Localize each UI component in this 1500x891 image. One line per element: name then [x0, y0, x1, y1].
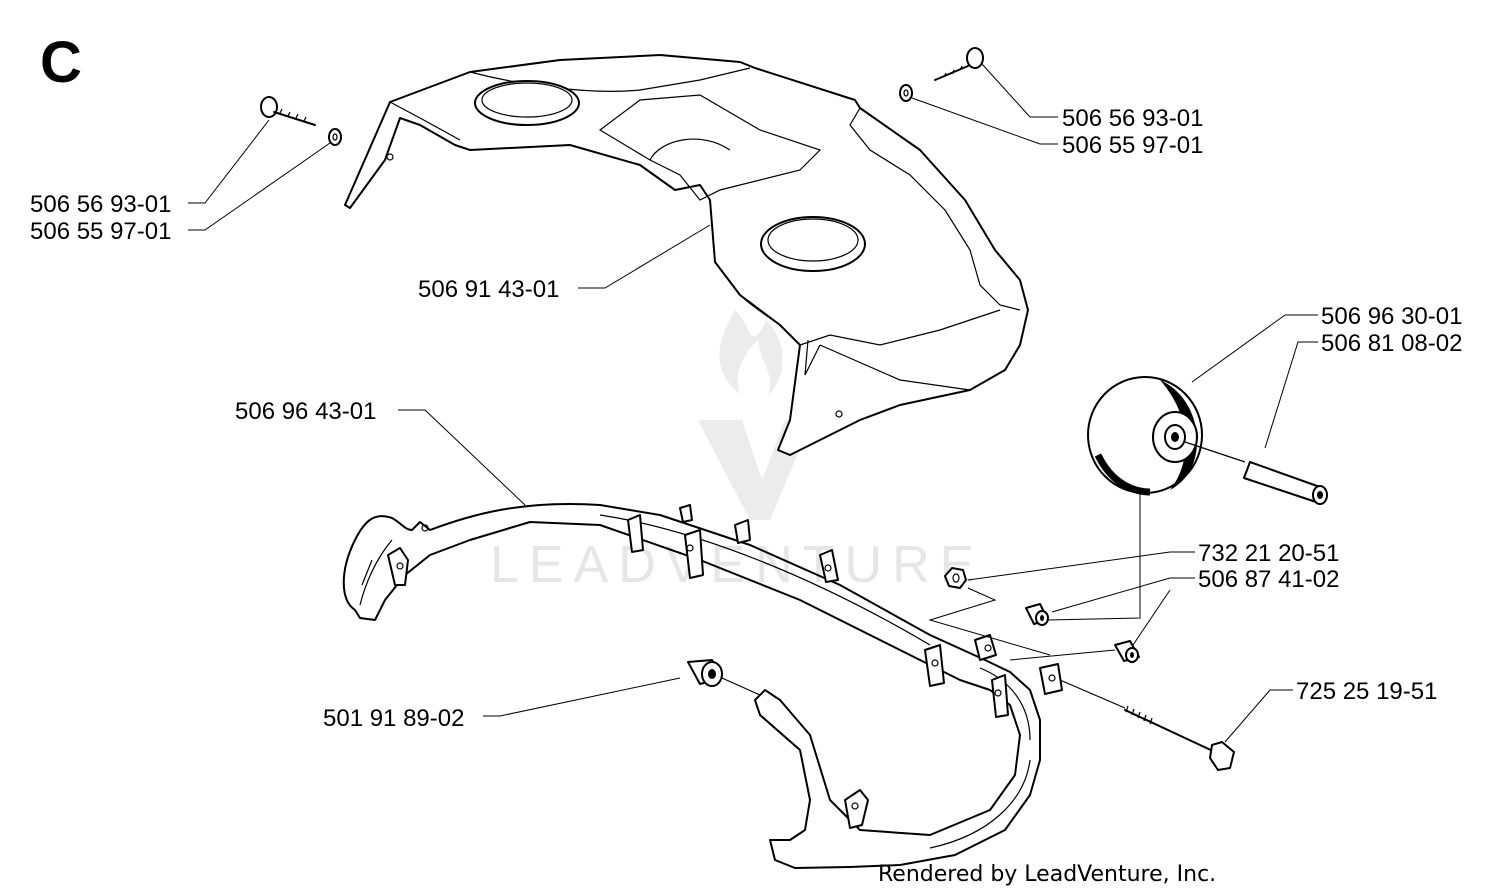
cover-part	[344, 54, 1029, 456]
leader-lines	[188, 63, 1318, 743]
bumper-part	[342, 503, 1063, 869]
axle-part	[1184, 441, 1328, 505]
screw-left-part	[260, 96, 342, 146]
label-axle: 506 81 08-02	[1321, 330, 1462, 357]
label-washer-left: 506 55 97-01	[30, 218, 171, 245]
footer-credit: Rendered by LeadVenture, Inc.	[878, 862, 1216, 887]
assembly-lines	[928, 493, 1141, 661]
watermark-text: LEADVENTURE	[490, 536, 984, 594]
wheel-part	[1087, 376, 1203, 496]
bushing-part	[687, 659, 761, 696]
label-screw-right: 506 56 93-01	[1062, 105, 1203, 132]
section-letter: C	[40, 30, 82, 95]
label-wheel: 506 96 30-01	[1321, 303, 1462, 330]
nut-part	[944, 567, 967, 589]
label-bumper: 506 96 43-01	[235, 398, 376, 425]
label-bolt: 725 25 19-51	[1296, 678, 1437, 705]
label-nut: 732 21 20-51	[1198, 540, 1339, 567]
label-bushing: 501 91 89-02	[323, 705, 464, 732]
label-washer-right: 506 55 97-01	[1062, 132, 1203, 159]
label-spacer: 506 87 41-02	[1198, 566, 1339, 593]
screw-right-part	[899, 47, 984, 102]
part-labels: 506 56 93-01 506 55 97-01 506 56 93-01 5…	[30, 105, 1462, 732]
bolt-part	[1059, 679, 1235, 771]
label-cover: 506 91 43-01	[418, 276, 559, 303]
label-screw-left: 506 56 93-01	[30, 191, 171, 218]
